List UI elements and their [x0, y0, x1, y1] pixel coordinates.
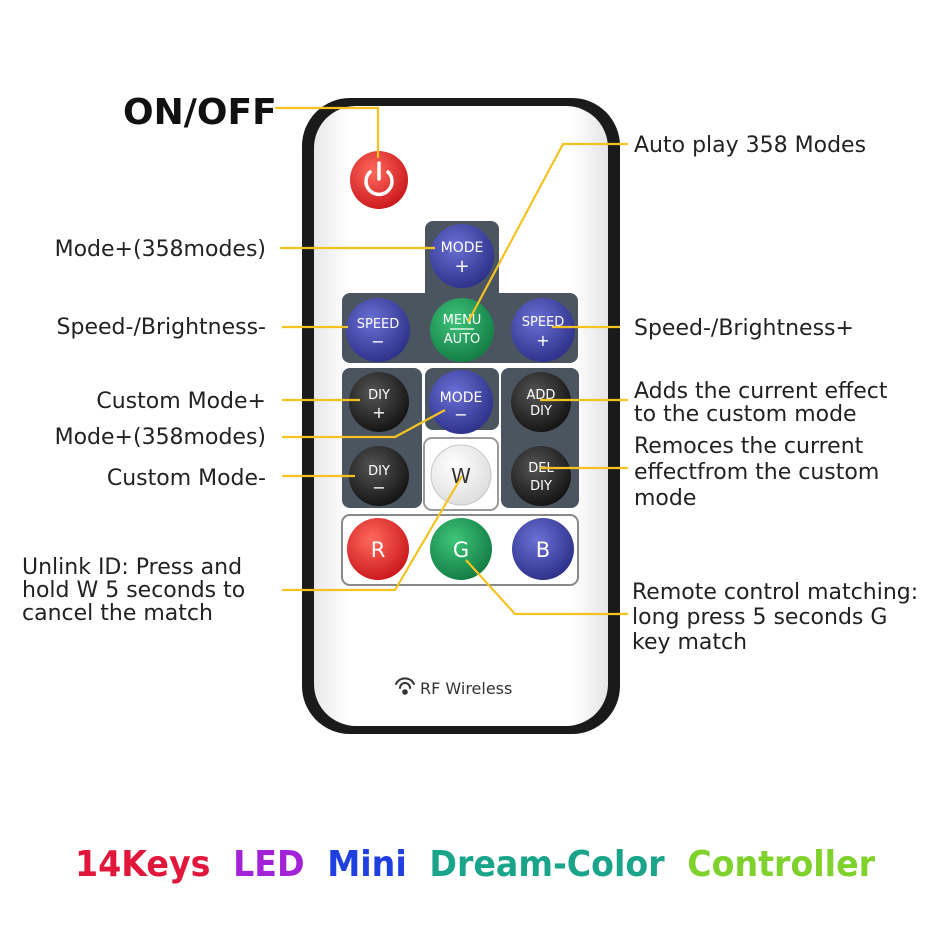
annotation-remove-line1: Remoces the current	[634, 434, 864, 459]
power-icon	[364, 161, 394, 197]
leader-lines	[275, 106, 628, 616]
annotation-match-line3: key match	[632, 630, 747, 655]
annotation-speed-plus: Speed-/Brightness+	[634, 316, 854, 341]
diy-plus-top: DIY	[368, 388, 390, 403]
annotation-mode-plus: Mode+(358modes)	[55, 237, 266, 262]
annotation-unlink-line3: cancel the match	[22, 601, 213, 626]
mode-plus-top: MODE	[441, 240, 484, 256]
g-label: G	[453, 538, 469, 562]
annotation-mode-minus: Mode+(358modes)	[55, 425, 266, 450]
title-part-5: Controller	[687, 844, 875, 885]
diy-minus-bottom: −	[372, 478, 385, 497]
mode-plus-button[interactable]: MODE +	[430, 224, 494, 288]
title-part-4: Dream-Color	[429, 844, 664, 885]
product-title: 14Keys LED Mini Dream-Color Controller	[75, 844, 875, 885]
annotation-unlink-line2: hold W 5 seconds to	[22, 578, 245, 603]
r-button[interactable]: R	[347, 518, 409, 580]
power-button[interactable]	[350, 151, 408, 209]
speed-plus-bottom: +	[536, 331, 549, 350]
diy-minus-button[interactable]: DIY −	[349, 446, 409, 506]
annotation-match-line1: Remote control matching:	[632, 580, 918, 605]
del-diy-button[interactable]: DEL DIY	[511, 446, 571, 506]
menu-top: MENU	[443, 313, 482, 328]
mode-minus-top: MODE	[440, 390, 483, 406]
g-button[interactable]: G	[430, 518, 492, 580]
wifi-icon	[395, 677, 415, 695]
speed-plus-button[interactable]: SPEED +	[511, 298, 575, 362]
annotation-speed-minus: Speed-/Brightness-	[57, 315, 266, 340]
onoff-label: ON/OFF	[123, 92, 277, 133]
menu-bottom: AUTO	[444, 332, 481, 347]
diy-minus-top: DIY	[368, 464, 390, 479]
menu-auto-button[interactable]: MENU AUTO	[430, 298, 494, 362]
mode-minus-button[interactable]: MODE −	[429, 370, 493, 434]
w-button[interactable]: W	[430, 444, 492, 506]
add-bottom: DIY	[530, 404, 552, 419]
del-bottom: DIY	[530, 479, 552, 494]
annotation-add-line1: Adds the current effect	[634, 379, 888, 404]
annotation-unlink-line1: Unlink ID: Press and	[22, 555, 242, 580]
add-diy-button[interactable]: ADD DIY	[511, 372, 571, 432]
annotation-add-line2: to the custom mode	[634, 402, 857, 427]
diy-plus-bottom: +	[372, 403, 385, 422]
b-label: B	[536, 538, 550, 562]
speed-minus-top: SPEED	[357, 317, 400, 332]
mode-minus-bottom: −	[454, 405, 467, 424]
annotation-match-line2: long press 5 seconds G	[632, 605, 887, 630]
r-label: R	[371, 538, 386, 562]
b-button[interactable]: B	[512, 518, 574, 580]
annotation-remove-line3: mode	[634, 486, 696, 511]
rf-wireless-label: RF Wireless	[420, 679, 512, 698]
title-part-3: Mini	[327, 844, 407, 885]
speed-minus-button[interactable]: SPEED −	[346, 298, 410, 362]
title-part-1: 14Keys	[75, 844, 210, 885]
annotation-custom-mode-plus: Custom Mode+	[96, 389, 266, 414]
annotation-custom-mode-minus: Custom Mode-	[107, 466, 266, 491]
speed-minus-bottom: −	[371, 332, 384, 351]
diy-plus-button[interactable]: DIY +	[349, 372, 409, 432]
annotation-remove-line2: effectfrom the custom	[634, 460, 879, 485]
title-part-2: LED	[233, 844, 304, 885]
annotation-auto-play: Auto play 358 Modes	[634, 133, 866, 158]
mode-plus-bottom: +	[454, 256, 469, 277]
